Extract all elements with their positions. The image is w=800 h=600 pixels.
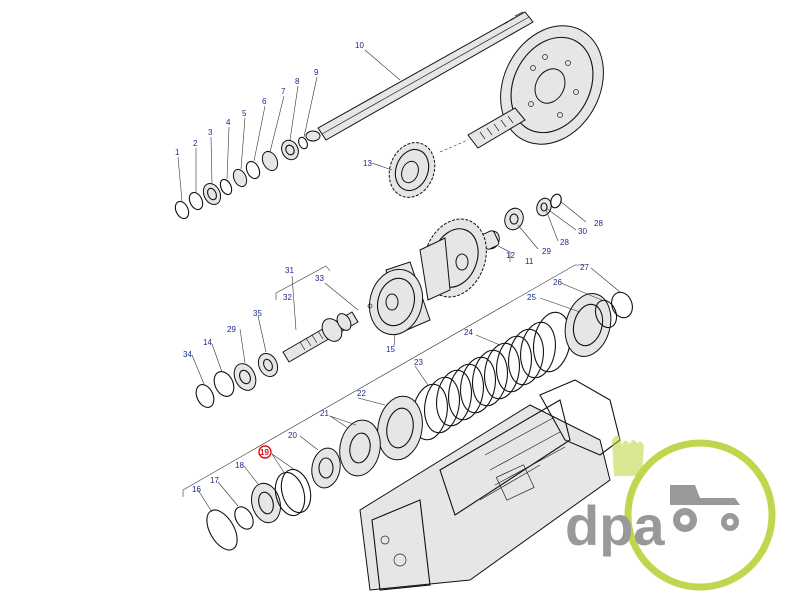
callout-labels: 1 2 3 4 5 6 7 8 9 10 13 28 30 28 29 12 1… [175,41,603,494]
wheat-icon [612,435,644,476]
logo-text: dpa [565,494,665,557]
rings-left [195,352,279,408]
label-13: 13 [363,159,372,168]
label-21: 21 [320,409,329,418]
label-3: 3 [208,128,213,137]
small-parts-row [174,136,308,220]
label-28b: 28 [560,238,569,247]
label-17: 17 [210,476,219,485]
label-34: 34 [183,350,192,359]
label-15: 15 [386,345,395,354]
label-1: 1 [175,148,180,157]
label-22: 22 [357,389,366,398]
highlight-marker-19 [258,445,272,459]
label-8: 8 [295,77,300,86]
label-11: 11 [525,257,534,266]
label-28a: 28 [594,219,603,228]
label-29a: 29 [542,247,551,256]
label-20: 20 [288,431,297,440]
label-19: 19 [260,448,269,457]
leader-lines [177,49,621,513]
gear-carrier-11 [419,218,487,301]
label-14: 14 [203,338,212,347]
gear-13 [388,142,436,198]
label-23: 23 [414,358,423,367]
clutch-drum-15 [368,261,431,336]
label-18: 18 [235,461,244,470]
label-2: 2 [193,139,198,148]
label-30: 30 [578,227,587,236]
label-4: 4 [226,118,231,127]
drive-flange [439,25,604,153]
label-5: 5 [242,109,247,118]
label-29b: 29 [227,325,236,334]
label-31: 31 [285,266,294,275]
label-35: 35 [253,309,262,318]
label-6: 6 [262,97,267,106]
shaft-32 [282,303,373,363]
label-9: 9 [314,68,319,77]
label-33: 33 [315,274,324,283]
piston-assembly [311,395,423,489]
label-24: 24 [464,328,473,337]
label-16: 16 [192,485,201,494]
tractor-icon [670,485,740,505]
transmission-housing [359,379,621,591]
dpa-logo: dpa [565,435,776,591]
label-10: 10 [355,41,364,50]
label-7: 7 [281,87,286,96]
label-32: 32 [283,293,292,302]
pressure-plate-25 [564,291,633,357]
main-shaft [305,11,534,142]
label-26: 26 [553,278,562,287]
label-25: 25 [527,293,536,302]
label-12: 12 [506,251,515,260]
logo-ring [624,439,776,591]
label-27: 27 [580,263,589,272]
